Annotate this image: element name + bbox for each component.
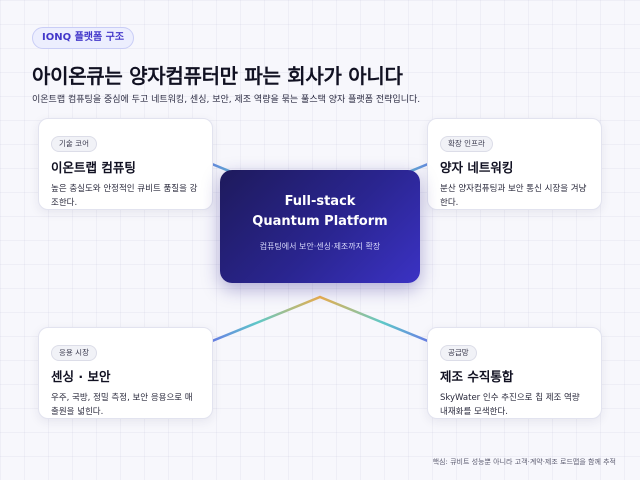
card-title: 이온트랩 컴퓨팅	[51, 160, 136, 175]
card-quantum-networking: 확장 인프라 양자 네트워킹 분산 양자컴퓨팅과 보안 통신 시장을 겨냥한다.	[427, 118, 602, 210]
card-title: 양자 네트워킹	[440, 160, 514, 175]
card-tag: 기술 코어	[51, 136, 97, 152]
card-title: 센싱 · 보안	[51, 369, 111, 384]
card-description: SkyWater 인수 추진으로 칩 제조 역량 내재화를 모색한다.	[440, 393, 580, 417]
section-tag: IONQ 플랫폼 구조	[32, 27, 135, 49]
page-title: 아이온큐는 양자컴퓨터만 파는 회사가 아니다	[32, 64, 403, 88]
hub-title-line2: Quantum Platform	[252, 214, 388, 229]
card-title: 제조 수직통합	[440, 369, 514, 384]
hub-subtitle: 컴퓨팅에서 보안·센싱·제조까지 확장	[259, 242, 381, 251]
hub-title-line1: Full-stack	[284, 194, 356, 209]
connector-bottom-right	[318, 295, 447, 350]
card-ion-trap-computing: 기술 코어 이온트랩 컴퓨팅 높은 충실도와 안정적인 큐비트 품질을 강조한다…	[38, 118, 213, 210]
connector-bottom-left	[193, 295, 322, 350]
card-description: 우주, 국방, 정밀 측정, 보안 응용으로 매출원을 넓힌다.	[51, 393, 193, 417]
card-tag: 확장 인프라	[440, 136, 493, 152]
page-subtitle: 이온트랩 컴퓨팅을 중심에 두고 네트워킹, 센싱, 보안, 제조 역량을 묶는…	[32, 95, 421, 105]
platform-hub: Full-stack Quantum Platform 컴퓨팅에서 보안·센싱·…	[220, 170, 420, 283]
card-sensing-security: 응용 시장 센싱 · 보안 우주, 국방, 정밀 측정, 보안 응용으로 매출원…	[38, 327, 213, 419]
card-description: 높은 충실도와 안정적인 큐비트 품질을 강조한다.	[51, 184, 198, 208]
card-tag: 응용 시장	[51, 345, 97, 361]
card-manufacturing-integration: 공급망 제조 수직통합 SkyWater 인수 추진으로 칩 제조 역량 내재화…	[427, 327, 602, 419]
card-description: 분산 양자컴퓨팅과 보안 통신 시장을 겨냥한다.	[440, 184, 587, 208]
card-tag: 공급망	[440, 345, 477, 361]
footnote: 핵심: 큐비트 성능뿐 아니라 고객·계약·제조 로드맵을 함께 추적	[432, 458, 616, 466]
